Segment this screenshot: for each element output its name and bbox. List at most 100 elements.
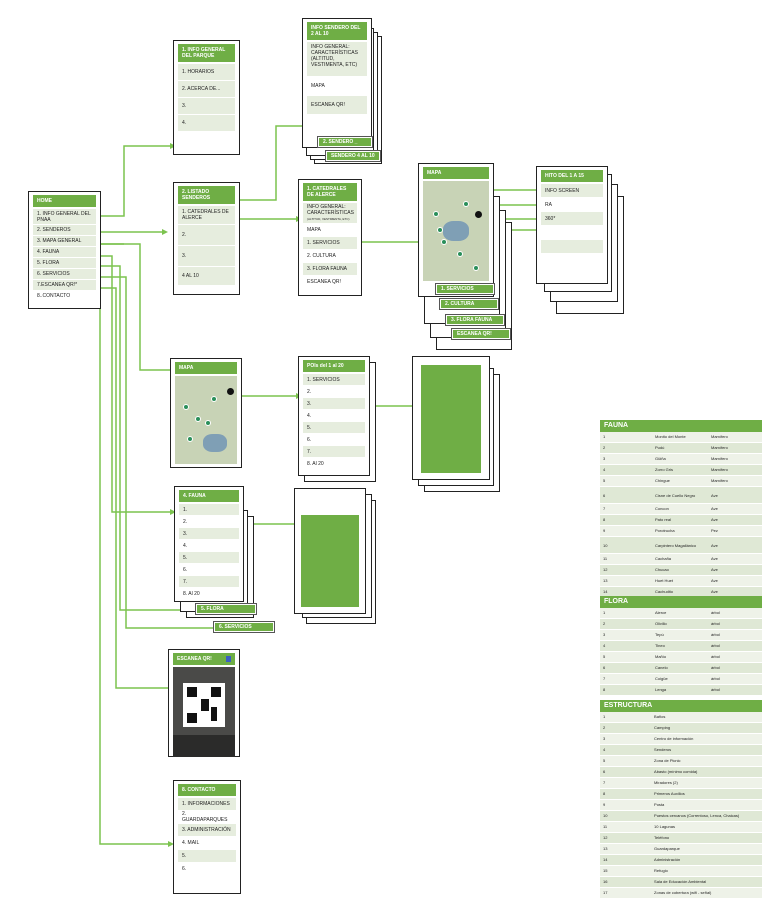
- fauna-item[interactable]: 5.: [179, 552, 239, 563]
- pois-item[interactable]: 5.: [303, 422, 365, 433]
- listado-item-catedrales[interactable]: 1. CATEDRALES DE ALERCE: [178, 206, 235, 224]
- listado-item-4-10[interactable]: 4 AL 10: [178, 267, 235, 285]
- table-cell: Huet Huet: [655, 578, 674, 583]
- mapa-sendero-map[interactable]: [423, 181, 489, 281]
- catedrales-info[interactable]: INFO GENERAL: CARACTERÍSTICAS (ALTITUD, …: [303, 203, 357, 223]
- home-item-escanea[interactable]: 7.ESCANEA QR!*: [33, 280, 96, 290]
- tab-servicios[interactable]: 6. SERVICIOS: [213, 621, 275, 633]
- hito-ra[interactable]: RA: [541, 198, 603, 211]
- pois-item[interactable]: 8. Al 20: [303, 458, 365, 469]
- table-cell: Pez: [711, 528, 718, 533]
- fauna-item[interactable]: 8. Al 20: [179, 588, 239, 599]
- contacto-item[interactable]: 3. ADMINISTRACIÓN: [178, 824, 236, 836]
- map-pin-icon[interactable]: [457, 251, 463, 257]
- catedrales-mapa[interactable]: MAPA: [303, 224, 357, 236]
- home-item-servicios[interactable]: 6. SERVICIOS: [33, 269, 96, 279]
- fauna-item[interactable]: 4.: [179, 540, 239, 551]
- home-item-contacto[interactable]: 8..CONTACTO: [33, 291, 96, 301]
- table-cell: árbol: [711, 665, 720, 670]
- map-pin-icon[interactable]: [441, 239, 447, 245]
- catedrales-info-label: INFO GENERAL: CARACTERÍSTICAS: [307, 204, 354, 216]
- catedrales-flora-fauna[interactable]: 3. FLORA FAUNA: [303, 263, 357, 275]
- contacto-item[interactable]: 4. MAIL: [178, 837, 236, 849]
- info-item-4[interactable]: 4.: [178, 115, 235, 131]
- tab-flora[interactable]: 5. FLORA: [195, 603, 257, 615]
- map-pin-icon[interactable]: [183, 404, 189, 410]
- camera-view[interactable]: [173, 667, 235, 757]
- catedrales-cultura[interactable]: 2. CULTURA: [303, 250, 357, 262]
- hito-info-screen[interactable]: INFO SCREEN: [541, 184, 603, 197]
- location-marker-icon[interactable]: [475, 211, 482, 218]
- table-cell: Carpintero Magallánico: [655, 542, 697, 548]
- table-cell: 11: [603, 824, 608, 829]
- fauna-item[interactable]: 1.: [179, 504, 239, 515]
- fauna-item[interactable]: 2.: [179, 516, 239, 527]
- contacto-item[interactable]: 6.: [178, 863, 236, 875]
- map-pin-icon[interactable]: [211, 396, 217, 402]
- info-item-horarios[interactable]: 1. HORARIOS: [178, 64, 235, 80]
- map-pin-icon[interactable]: [473, 265, 479, 271]
- home-item-flora[interactable]: 5. FLORA: [33, 258, 96, 268]
- map-pin-icon[interactable]: [433, 211, 439, 217]
- contacto-item[interactable]: 2. GUARDAPARQUES: [178, 811, 236, 823]
- estructura-table-title: ESTRUCTURA: [600, 700, 762, 712]
- tab-escanea[interactable]: ESCANEA QR!: [451, 328, 511, 340]
- info-sendero-escanea[interactable]: ESCANEA QR!: [307, 96, 367, 114]
- fauna-item[interactable]: 6.: [179, 564, 239, 575]
- tab-cultura[interactable]: 2. CULTURA: [439, 298, 499, 310]
- listado-item-2[interactable]: 2.: [178, 225, 235, 245]
- table-cell: 6: [603, 769, 606, 774]
- info-item-acerca[interactable]: 2. ACERCA DE...: [178, 81, 235, 97]
- info-general-screen: 1. INFO GENERAL DEL PARQUE 1. HORARIOS 2…: [173, 40, 240, 155]
- pois-item[interactable]: 3.: [303, 398, 365, 409]
- table-cell: 5: [603, 478, 606, 483]
- catedrales-escanea[interactable]: ESCANEA QR!: [303, 276, 357, 288]
- pois-item[interactable]: 2.: [303, 386, 365, 397]
- tab-sendero-4-10[interactable]: SENDERO 4 AL 10: [325, 150, 381, 162]
- location-marker-icon[interactable]: [227, 388, 234, 395]
- pois-item[interactable]: 7.: [303, 446, 365, 457]
- close-icon[interactable]: [226, 656, 231, 662]
- hito-360[interactable]: 360*: [541, 212, 603, 225]
- contacto-item[interactable]: 5.: [178, 850, 236, 862]
- home-item-senderos[interactable]: 2. SENDEROS: [33, 225, 96, 235]
- tab-sendero-2[interactable]: 2. SENDERO _: [317, 136, 373, 148]
- table-cell: 3: [603, 456, 606, 461]
- table-cell: 4: [603, 643, 606, 648]
- table-cell: Teléfono: [654, 835, 670, 840]
- tab-servicios[interactable]: 1. SERVICIOS: [435, 283, 495, 295]
- fauna-item[interactable]: 3.: [179, 528, 239, 539]
- map-pin-icon[interactable]: [437, 227, 443, 233]
- map-pin-icon[interactable]: [187, 436, 193, 442]
- table-cell: Ave: [711, 506, 718, 511]
- table-cell: 12: [603, 567, 608, 572]
- contacto-item[interactable]: 1. INFORMACIONES: [178, 798, 236, 810]
- tab-flora-fauna[interactable]: 3. FLORA FAUNA: [445, 314, 505, 326]
- mapa-general-map[interactable]: [175, 376, 237, 464]
- catedrales-servicios[interactable]: 1. SERVICIOS: [303, 237, 357, 249]
- map-pin-icon[interactable]: [463, 201, 469, 207]
- listado-item-3[interactable]: 3.: [178, 246, 235, 266]
- table-cell: 11: [603, 556, 608, 561]
- home-screen: HOME 1. INFO GENERAL DEL PNAA 2. SENDERO…: [28, 191, 101, 309]
- map-pin-icon[interactable]: [195, 416, 201, 422]
- home-item-mapa[interactable]: 3. MAPA GENERAL: [33, 236, 96, 246]
- info-sendero-general[interactable]: INFO GENERAL: CARACTERÍSTICAS (ALTITUD, …: [307, 42, 367, 76]
- home-item-fauna[interactable]: 4. FAUNA: [33, 247, 96, 257]
- pois-title: POIs del 1 al 20: [303, 360, 365, 372]
- map-pin-icon[interactable]: [205, 420, 211, 426]
- pois-item[interactable]: 4.: [303, 410, 365, 421]
- home-item-info[interactable]: 1. INFO GENERAL DEL PNAA: [33, 209, 96, 224]
- fauna-item[interactable]: 7.: [179, 576, 239, 587]
- pois-item[interactable]: 6.: [303, 434, 365, 445]
- table-cell: 5: [603, 758, 606, 763]
- info-sendero-mapa[interactable]: MAPA: [307, 77, 367, 95]
- table-cell: 9: [603, 802, 606, 807]
- pois-item[interactable]: 1. SERVICIOS: [303, 374, 365, 385]
- info-item-3[interactable]: 3.: [178, 98, 235, 114]
